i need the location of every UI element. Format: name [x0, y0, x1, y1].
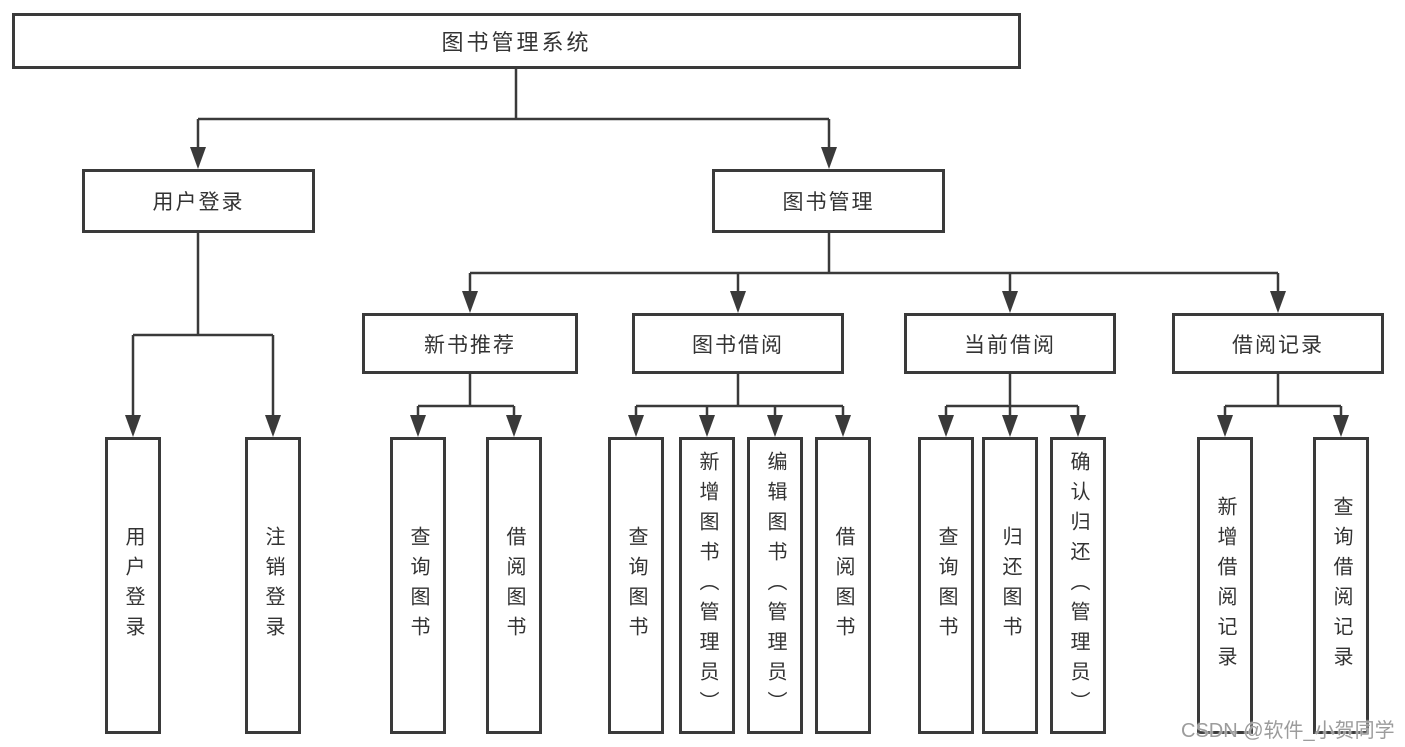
node-library-management-system: 图书管理系统 — [12, 13, 1021, 69]
arrowhead — [1270, 291, 1286, 313]
arrowhead — [1333, 415, 1349, 437]
leaf-borrow-books: 借阅图书 — [815, 437, 871, 734]
leaf-edit-books-admin: 编辑图书（管理员） — [747, 437, 803, 734]
arrowhead — [506, 415, 522, 437]
leaf-query-books-current: 查询图书 — [918, 437, 974, 734]
arrowhead — [628, 415, 644, 437]
arrowhead — [767, 415, 783, 437]
arrowhead — [1002, 291, 1018, 313]
arrowhead — [1070, 415, 1086, 437]
leaf-logout: 注销登录 — [245, 437, 301, 734]
leaf-add-borrow-record: 新增借阅记录 — [1197, 437, 1253, 734]
arrowhead — [938, 415, 954, 437]
arrowhead — [265, 415, 281, 437]
watermark: CSDN @软件_小贺同学 — [1181, 720, 1395, 742]
arrowheads — [125, 147, 1349, 437]
leaf-borrow-books-recommend: 借阅图书 — [486, 437, 542, 734]
leaf-return-books: 归还图书 — [982, 437, 1038, 734]
arrowhead — [125, 415, 141, 437]
leaf-user-login: 用户登录 — [105, 437, 161, 734]
node-borrow-records: 借阅记录 — [1172, 313, 1384, 374]
arrowhead — [730, 291, 746, 313]
leaf-query-books-borrow: 查询图书 — [608, 437, 664, 734]
node-current-borrow: 当前借阅 — [904, 313, 1116, 374]
node-new-book-recommend: 新书推荐 — [362, 313, 578, 374]
leaf-add-books-admin: 新增图书（管理员） — [679, 437, 735, 734]
leaf-query-books-recommend: 查询图书 — [390, 437, 446, 734]
arrowhead — [1217, 415, 1233, 437]
arrowhead — [410, 415, 426, 437]
arrowhead — [699, 415, 715, 437]
node-book-borrow: 图书借阅 — [632, 313, 844, 374]
leaf-confirm-return-admin: 确认归还（管理员） — [1050, 437, 1106, 734]
node-book-management: 图书管理 — [712, 169, 945, 233]
arrowhead — [821, 147, 837, 169]
arrowhead — [1002, 415, 1018, 437]
leaf-query-borrow-record: 查询借阅记录 — [1313, 437, 1369, 734]
arrowhead — [190, 147, 206, 169]
node-user-login: 用户登录 — [82, 169, 315, 233]
arrowhead — [462, 291, 478, 313]
arrowhead — [835, 415, 851, 437]
